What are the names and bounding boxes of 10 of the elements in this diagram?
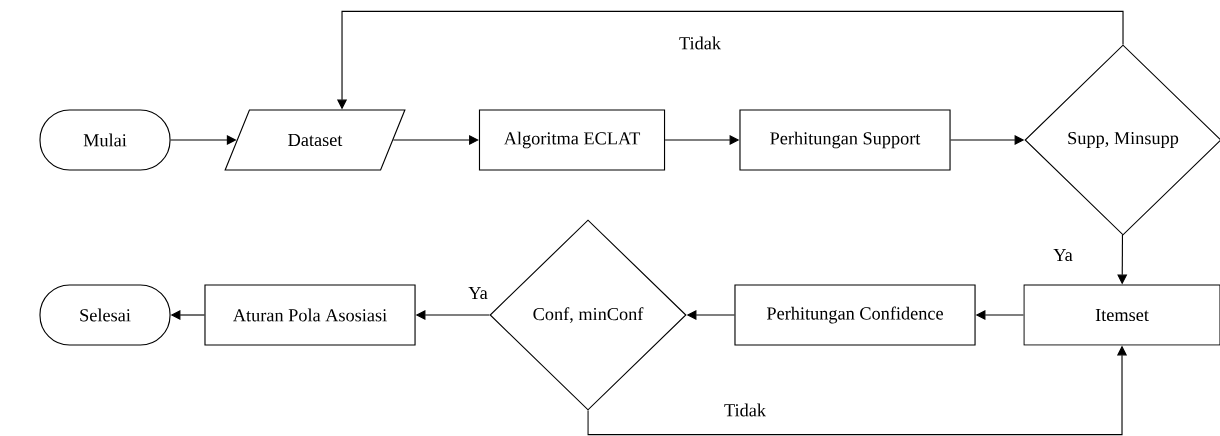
process-box: Aturan Pola Asosiasi — [204, 284, 416, 346]
input-parallelogram: Dataset — [224, 109, 406, 171]
edge-label: Ya — [1051, 247, 1075, 263]
edge-label: Tidak — [677, 35, 723, 51]
process-box: Perhitungan Support — [739, 109, 951, 171]
process-box: Itemset — [1023, 284, 1220, 346]
edge-label: Tidak — [722, 402, 768, 418]
process-box: Perhitungan Confidence — [734, 284, 976, 346]
edge-label: Ya — [466, 285, 490, 301]
process-box: Algoritma ECLAT — [478, 109, 666, 171]
